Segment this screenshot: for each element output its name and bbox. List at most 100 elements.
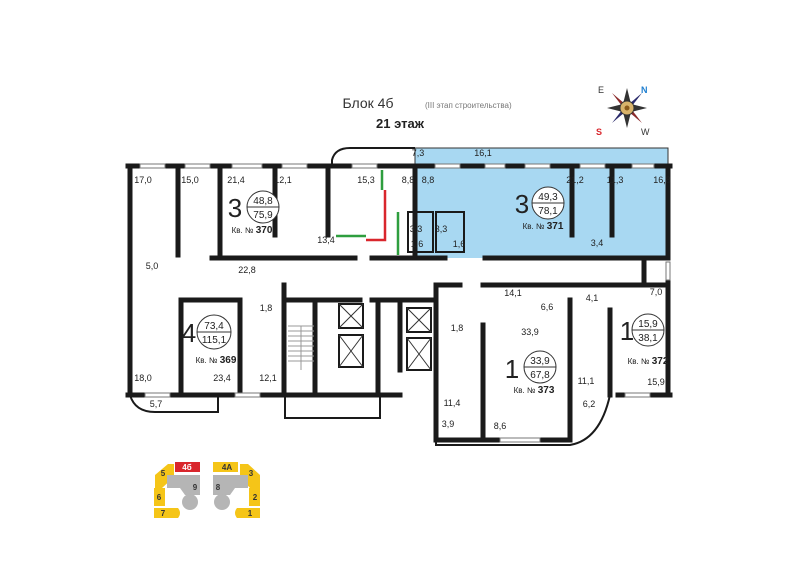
key-block: 7 [161,509,166,518]
windows [139,163,671,443]
key-block: 6 [157,493,162,502]
room-area: 15,3 [357,175,375,185]
room-area: 7,3 [412,148,425,158]
room-area: 18,0 [134,373,152,383]
room-area: 11,1 [578,376,595,386]
apartment-label: Кв. № [196,356,218,365]
living-area: 73,4 [204,321,224,332]
room-area: 14,1 [504,288,522,298]
living-area: 15,9 [638,319,658,330]
room-area: 3,3 [410,224,423,234]
key-block: 5 [161,469,166,478]
room-area: 11,4 [444,398,461,408]
apartment-label: Кв. № [514,386,536,395]
room-area: 15,0 [181,175,199,185]
room-area: 11,3 [607,175,624,185]
svg-text:Кв. № 371: Кв. № 371 [523,221,564,232]
room-area: 3,4 [591,238,604,248]
living-area: 48,8 [253,196,273,207]
key-block: 9 [193,483,198,492]
construction-stage: (III этап строительства) [425,101,512,110]
red-partition [366,190,387,242]
bathroom [407,211,434,253]
room-area: 12,1 [259,373,277,383]
balcony-outline [331,147,415,166]
block-title: Блок 4б [343,95,394,111]
room-count: 1 [505,354,519,384]
balcony-373 [435,394,611,446]
room-area: 22,8 [238,265,256,275]
compass-south: S [596,127,602,137]
stairs [288,325,314,370]
room-area: 6,2 [583,399,596,409]
apartment-371[interactable]: 3 49,3 78,1 Кв. № 371 [515,186,565,232]
key-block: 3 [249,469,254,478]
room-area: 16,8 [653,175,671,185]
room-area: 3,9 [442,419,455,429]
apartment-number: 369 [220,355,237,366]
entrance-outline [284,395,381,419]
key-block: 1 [248,509,253,518]
key-block: 2 [253,493,258,502]
balcony [414,147,669,167]
svg-text:Кв. № 370: Кв. № 370 [232,225,273,236]
room-area: 1,6 [453,239,466,249]
apartment-372[interactable]: 1 15,9 38,1 Кв. № 372 [620,313,669,367]
apartment-label: Кв. № [232,226,254,235]
room-area: 8,6 [494,421,507,431]
compass-east: E [598,85,604,95]
room-area: 1,8 [260,303,273,313]
key-block: 4А [222,463,232,472]
apartment-number: 370 [256,225,273,236]
balcony-369 [129,394,219,413]
room-area: 7,0 [650,287,663,297]
total-area: 75,9 [253,210,273,221]
bathroom [435,211,465,253]
room-area: 8,8 [422,175,435,185]
total-area: 78,1 [538,206,558,217]
apartment-369[interactable]: 4 73,4 115,1 Кв. № 369 [182,314,237,366]
apartment-number: 371 [547,221,564,232]
compass-rose-icon [607,88,647,128]
key-block-current: 4б [182,463,191,472]
apartment-370[interactable]: 3 48,8 75,9 Кв. № 370 [228,190,280,236]
room-area: 6,6 [541,302,554,312]
svg-text:Кв. № 373: Кв. № 373 [514,385,555,396]
compass-west: W [641,127,650,137]
apartment-label: Кв. № [523,222,545,231]
svg-text:Кв. № 372: Кв. № 372 [628,356,669,367]
room-areas: 17,0 15,0 21,4 12,1 15,3 8,8 8,8 21,2 11… [134,148,671,431]
room-count: 4 [182,318,196,348]
floor-title: 21 этаж [376,116,425,131]
compass-north: N [641,85,648,95]
room-area: 16,1 [474,148,492,158]
total-area: 67,8 [530,370,550,381]
green-partition [336,170,400,255]
elevators [338,303,432,371]
room-area: 13,4 [317,235,335,245]
svg-text:Кв. № 369: Кв. № 369 [196,355,237,366]
room-area: 5,7 [150,399,163,409]
room-area: 8,8 [402,175,415,185]
room-area: 4,1 [586,293,599,303]
key-block: 8 [216,483,221,492]
living-area: 49,3 [538,192,558,203]
room-area: 17,0 [134,175,152,185]
room-area: 23,4 [213,373,231,383]
total-area: 115,1 [202,335,227,346]
room-count: 1 [620,316,634,346]
total-area: 38,1 [638,333,658,344]
living-area: 33,9 [530,356,550,367]
room-area: 33,9 [521,327,539,337]
apartment-number: 373 [538,385,555,396]
apartment-label: Кв. № [628,357,650,366]
key-plan: 5 4б 6 7 9 8 4А 3 2 1 [154,462,260,518]
room-area: 15,9 [647,377,665,387]
room-area: 5,0 [146,261,159,271]
apartment-number: 372 [652,356,669,367]
room-area: 1,8 [451,323,464,333]
apartment-373[interactable]: 1 33,9 67,8 Кв. № 373 [505,350,557,396]
room-area: 12,1 [274,175,292,185]
room-area: 21,4 [227,175,245,185]
